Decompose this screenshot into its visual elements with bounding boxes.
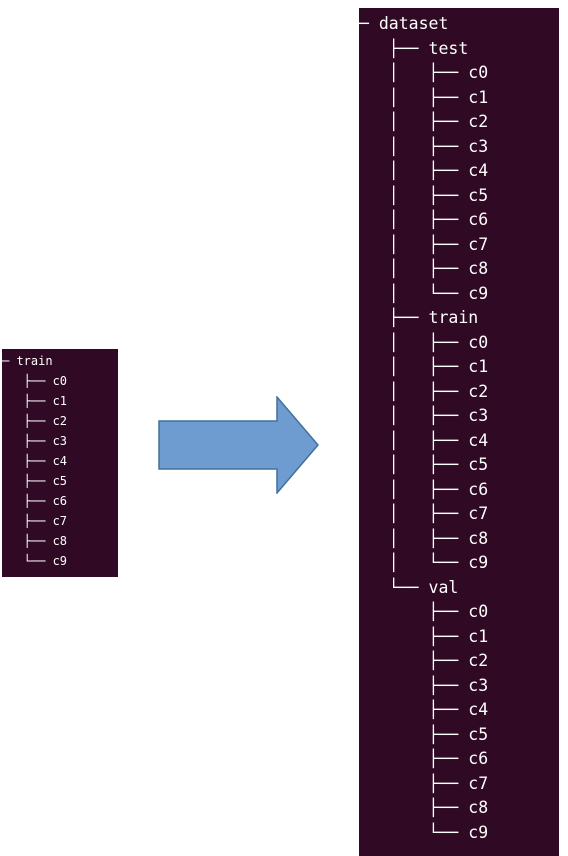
tree-line: └── c9 bbox=[2, 554, 68, 568]
tree-line: ├── c1 bbox=[2, 394, 68, 408]
tree-line: ├── c4 bbox=[2, 454, 68, 468]
tree-line: │ ├── c6 bbox=[359, 479, 489, 499]
tree-line: │ ├── c0 bbox=[359, 63, 489, 82]
tree-line: │ ├── c7 bbox=[359, 234, 489, 254]
tree-line: ├── c0 bbox=[2, 374, 68, 388]
tree-line: │ ├── c8 bbox=[359, 528, 489, 548]
tree-line: │ └── c9 bbox=[359, 283, 489, 303]
tree-line: ├── c3 bbox=[359, 675, 489, 695]
tree-line: ├── c2 bbox=[2, 414, 68, 428]
tree-line: │ ├── c3 bbox=[359, 406, 489, 425]
tree-line: ├── c5 bbox=[359, 724, 489, 744]
tree-line: └── c9 bbox=[359, 822, 489, 842]
tree-line: │ ├── c6 bbox=[359, 210, 489, 229]
tree-line: │ ├── c3 bbox=[359, 136, 489, 156]
tree-line: │ ├── c5 bbox=[359, 455, 489, 474]
tree-line: ─ dataset bbox=[359, 14, 449, 33]
tree-line: ├── c5 bbox=[2, 474, 68, 488]
terminal-window-left: ─ train ├── c0 ├── c1 ├── c2 ├── c3 ├── … bbox=[2, 349, 118, 577]
tree-line: ─ train bbox=[2, 354, 53, 368]
arrow-shape bbox=[158, 396, 319, 494]
tree-line: │ ├── c2 bbox=[359, 381, 489, 401]
tree-line: ├── c2 bbox=[359, 651, 489, 670]
tree-line: │ ├── c4 bbox=[359, 430, 489, 450]
tree-line: ├── test bbox=[359, 38, 469, 58]
tree-line: └── val bbox=[359, 577, 459, 597]
tree-line: ├── c7 bbox=[2, 514, 68, 528]
tree-line: ├── c0 bbox=[359, 602, 489, 621]
tree-line: ├── c4 bbox=[359, 700, 489, 719]
tree-line: ├── c8 bbox=[359, 798, 489, 817]
terminal-window-right: ─ dataset ├── test │ ├── c0 │ ├── c1 │ ├… bbox=[359, 8, 559, 856]
right-arrow-icon bbox=[158, 396, 319, 494]
tree-line: │ ├── c2 bbox=[359, 112, 489, 131]
tree-line: │ ├── c8 bbox=[359, 259, 489, 278]
tree-line: ├── c6 bbox=[2, 494, 68, 508]
tree-line: │ ├── c0 bbox=[359, 332, 489, 352]
tree-line: ├── c3 bbox=[2, 434, 68, 448]
tree-line: │ ├── c5 bbox=[359, 185, 489, 205]
tree-line: ├── c8 bbox=[2, 534, 68, 548]
tree-line: │ ├── c7 bbox=[359, 504, 489, 523]
tree-line: ├── c7 bbox=[359, 773, 489, 793]
tree-line: ├── train bbox=[359, 308, 479, 327]
tree-line: │ ├── c4 bbox=[359, 161, 489, 180]
tree-line: ├── c1 bbox=[359, 626, 489, 646]
tree-line: │ ├── c1 bbox=[359, 87, 489, 107]
tree-line: │ └── c9 bbox=[359, 553, 489, 572]
tree-line: │ ├── c1 bbox=[359, 357, 489, 376]
tree-line: ├── c6 bbox=[359, 749, 489, 768]
